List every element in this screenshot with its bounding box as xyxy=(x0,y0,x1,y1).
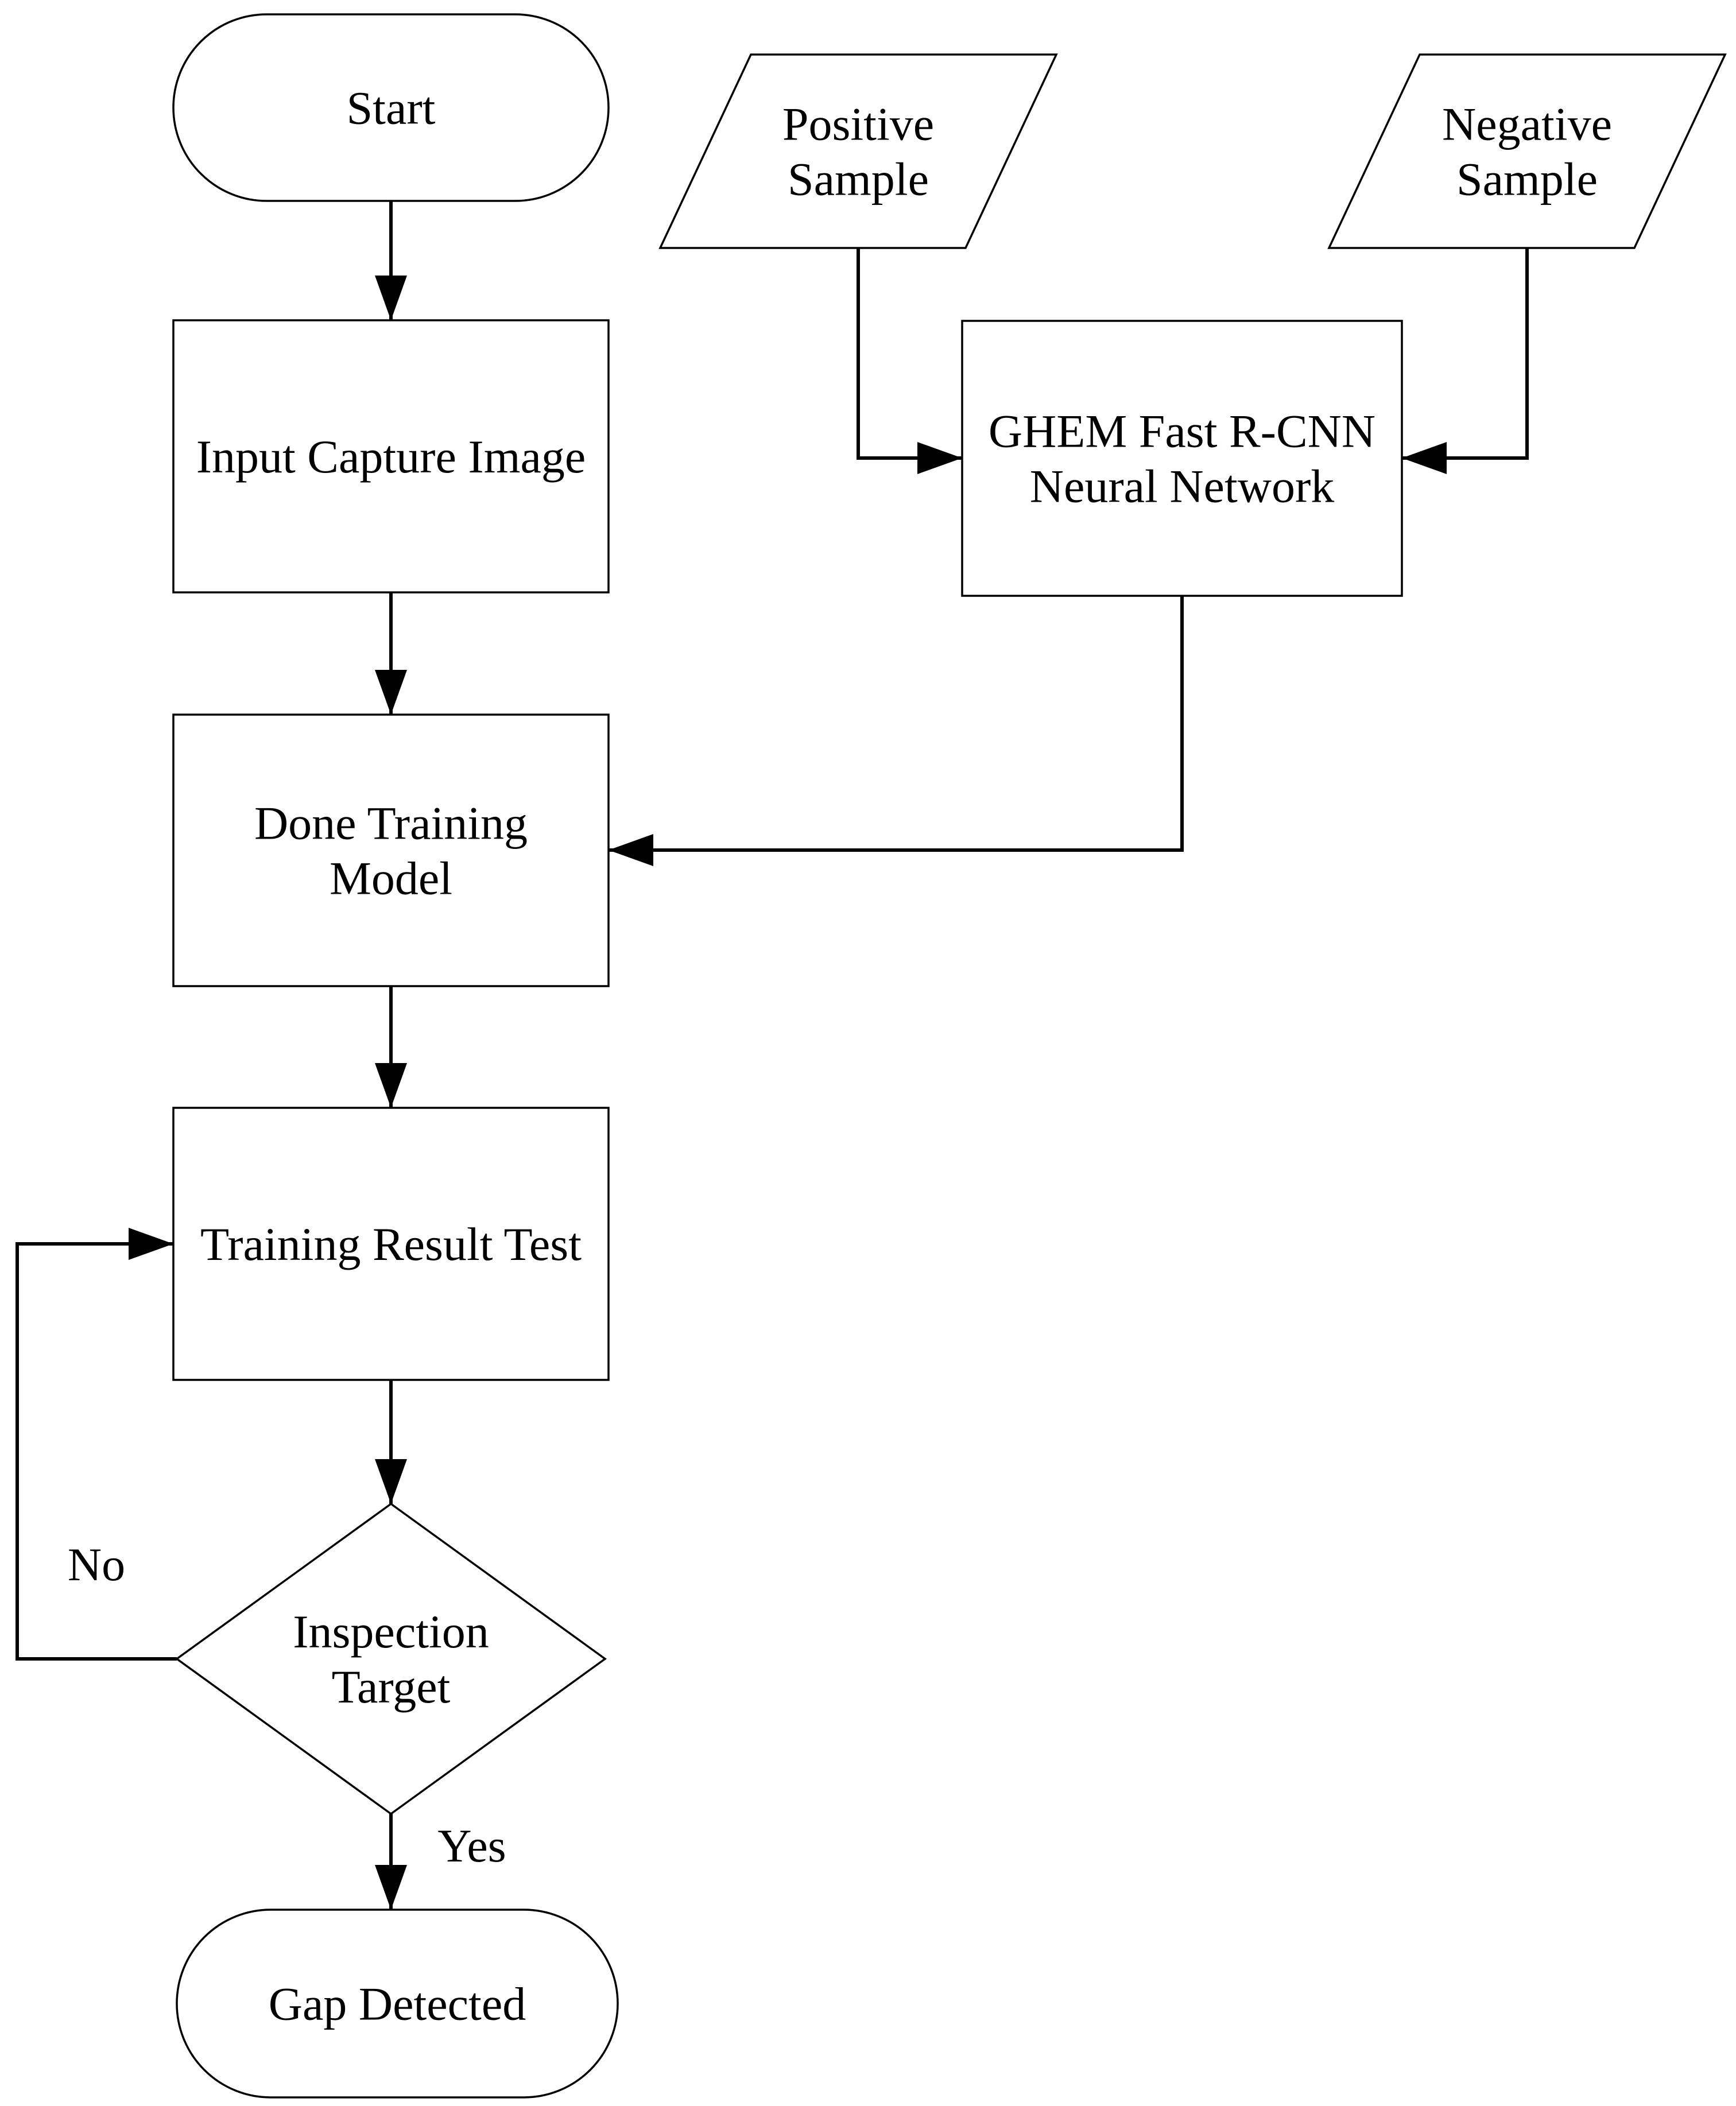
edge-positive-to-ghem xyxy=(857,248,962,474)
edge-inspection-to-gap: Yes xyxy=(375,1814,506,1910)
edge-negative-to-ghem xyxy=(1402,248,1529,474)
arrowhead-icon xyxy=(375,1063,407,1108)
edge-done-to-training xyxy=(375,986,407,1108)
arrowhead-icon xyxy=(375,276,407,320)
edge-line xyxy=(16,1242,177,1661)
edge-label-yes: Yes xyxy=(437,1820,506,1872)
node-training-result-test: Training Result Test xyxy=(172,1107,610,1381)
node-label: Gap Detected xyxy=(269,1978,526,2030)
terminator-shape xyxy=(176,1909,619,2099)
process-shape xyxy=(961,320,1403,597)
edge-ghem-to-done xyxy=(609,596,1184,866)
edge-line xyxy=(1402,248,1529,460)
arrowhead-icon xyxy=(375,1865,407,1910)
edge-line xyxy=(609,596,1184,852)
arrowhead-icon xyxy=(129,1228,173,1260)
edge-start-to-input xyxy=(375,201,407,320)
node-label: Input Capture Image xyxy=(196,430,586,483)
process-shape xyxy=(172,713,610,987)
decision-shape xyxy=(175,1502,607,1816)
edge-training-to-inspection xyxy=(375,1380,407,1504)
arrowhead-icon xyxy=(917,442,962,474)
node-label: Start xyxy=(347,82,436,134)
node-input-capture: Input Capture Image xyxy=(172,319,610,594)
arrowhead-icon xyxy=(375,670,407,715)
node-gap-detected: Gap Detected xyxy=(176,1909,619,2099)
process-shape xyxy=(172,319,610,594)
edge-inspection-to-training: No xyxy=(16,1228,177,1661)
process-shape xyxy=(172,1107,610,1381)
arrowhead-icon xyxy=(1402,442,1447,474)
node-start: Start xyxy=(172,13,610,202)
edge-label-no: No xyxy=(68,1538,125,1591)
node-label: Training Result Test xyxy=(200,1218,582,1270)
edge-input-to-done xyxy=(375,592,407,715)
arrowhead-icon xyxy=(609,834,653,866)
arrowhead-icon xyxy=(375,1459,407,1504)
data-shape xyxy=(658,53,1058,249)
data-shape xyxy=(1327,53,1727,249)
edge-line xyxy=(857,248,962,460)
